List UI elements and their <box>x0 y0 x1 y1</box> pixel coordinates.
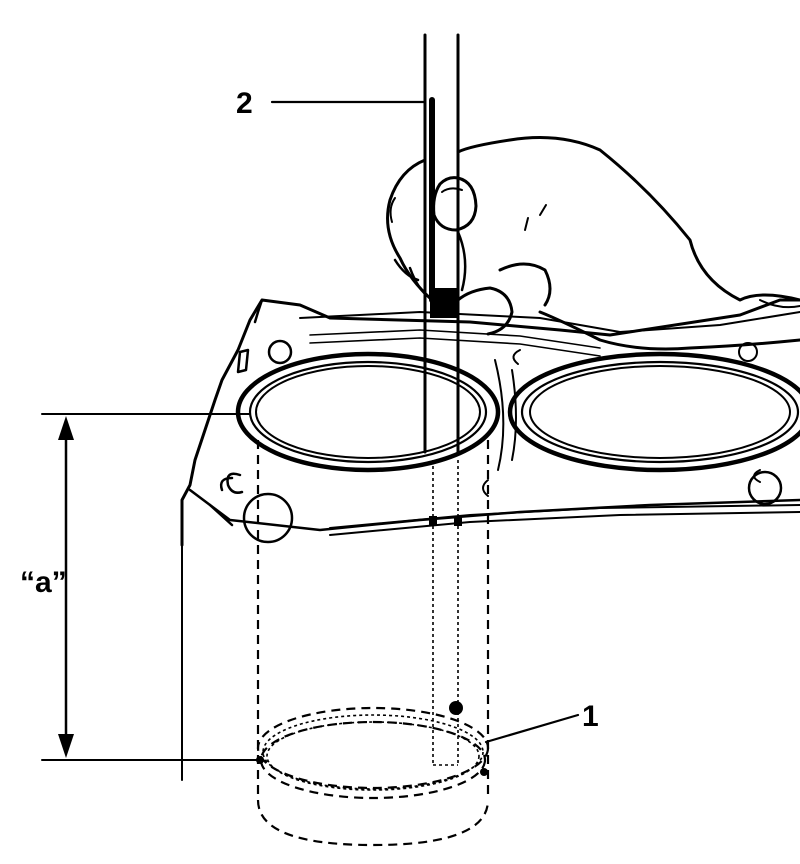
callout-leaders <box>270 100 580 744</box>
cylinder-bore-2 <box>507 351 800 473</box>
dimension-a-marker <box>41 413 259 781</box>
piston-ring <box>256 701 490 800</box>
dimension-label-a: “a” <box>20 566 67 599</box>
callout-label-1: 1 <box>582 700 599 733</box>
callout-label-2: 2 <box>236 87 253 120</box>
gauge-rod <box>423 33 462 766</box>
cylinder-block <box>180 298 800 547</box>
hidden-bore-walls <box>256 440 490 847</box>
cylinder-bore-1 <box>235 351 501 473</box>
hand-illustration <box>386 136 800 351</box>
